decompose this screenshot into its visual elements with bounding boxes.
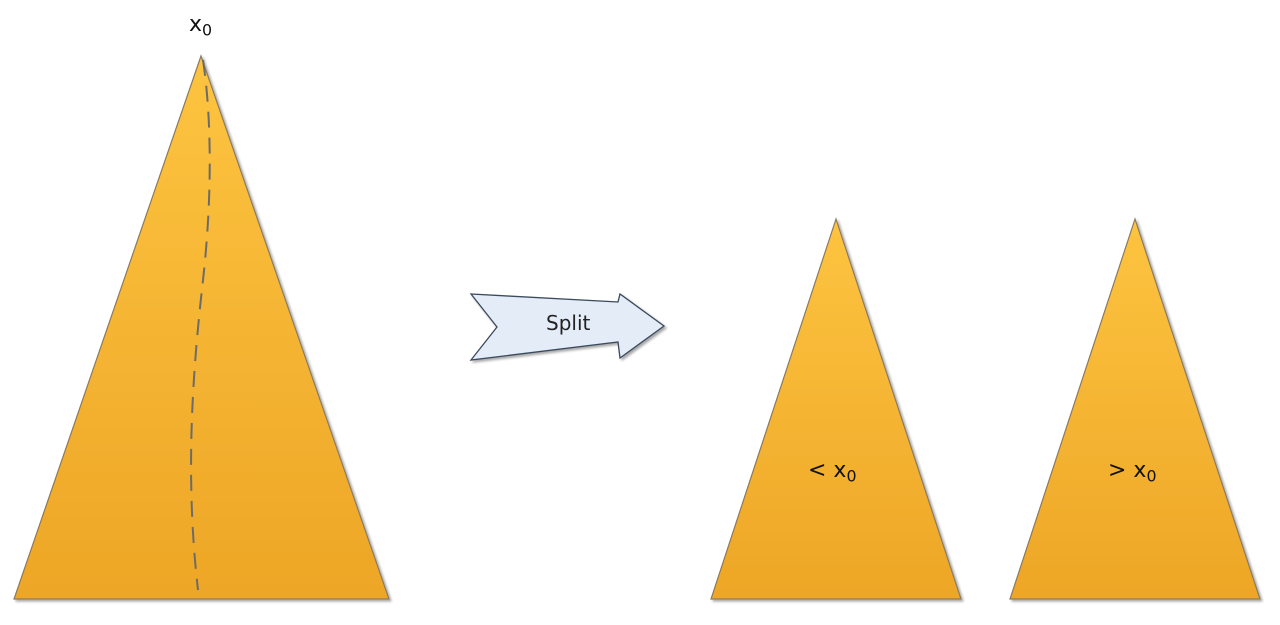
split-arrow-label: Split [546, 311, 591, 335]
right-subtree-label: > x0 [1108, 458, 1157, 486]
left-subtree-triangle [710, 217, 962, 600]
split-path-line [190, 59, 211, 591]
right-subtree-triangle [1009, 217, 1261, 600]
root-tree-triangle [13, 54, 390, 600]
left-subtree-label: < x0 [808, 458, 857, 486]
root-tree-label: x0 [189, 12, 213, 40]
split-arrow [469, 292, 666, 361]
